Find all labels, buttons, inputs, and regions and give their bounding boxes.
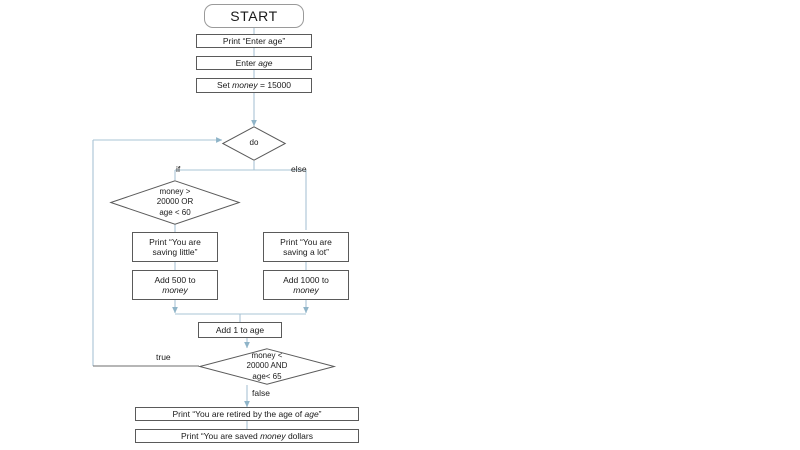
node-if-condition-line-2: 20000 OR [156,197,194,207]
node-start-label: START [230,7,278,24]
node-add-500-var: money [162,285,188,295]
node-print-saving-a-lot-line-1: Print “You are [280,236,332,247]
node-enter-age-label: Enter age [233,58,276,68]
node-add-500-line-1: Add 500 to [154,274,196,285]
node-add-1000[interactable]: Add 1000 to money [263,270,349,300]
node-print-saving-a-lot-line-2: saving a lot” [283,247,329,257]
node-enter-age-var: age [258,57,273,68]
node-print-saved-post: dollars [285,430,313,441]
node-while-condition[interactable]: money < 20000 AND age< 65 [197,348,337,385]
node-set-money[interactable]: Set money = 15000 [196,78,312,93]
node-enter-age-pre: Enter [235,57,259,68]
node-start[interactable]: START [204,4,304,28]
edge-label-true-text: true [156,352,171,362]
node-print-saved-var: money [260,430,286,441]
node-print-enter-age-label: Print “Enter age” [222,35,286,46]
node-enter-age[interactable]: Enter age [196,56,312,70]
node-while-condition-line-2: 20000 AND [246,361,288,371]
node-set-money-post: = 15000 [257,80,291,91]
node-print-retired-pre: Print “You are retired by the age of [172,408,305,419]
node-set-money-var: money [232,80,258,91]
node-while-condition-label: money < 20000 AND age< 65 [199,348,335,385]
node-add-1000-line-1: Add 1000 to [283,274,329,285]
node-add-1-to-age[interactable]: Add 1 to age [198,322,282,338]
edge-label-if: if [176,164,180,174]
node-if-condition-line-3: age < 60 [159,207,191,217]
node-add-1-to-age-label: Add 1 to age [215,324,265,335]
node-do-label: do [222,126,286,161]
edge-label-else-text: else [291,164,307,174]
node-do[interactable]: do [221,126,287,161]
node-print-retired-var: age [304,408,319,419]
node-print-saved-label: Print “You are saved money dollars [178,431,316,441]
edge-label-else: else [291,164,307,174]
node-set-money-pre: Set [217,80,233,91]
node-print-saving-a-lot[interactable]: Print “You are saving a lot” [263,232,349,262]
edge-label-false-text: false [252,388,270,398]
node-while-condition-line-1: money < [251,350,283,360]
node-print-retired-post: ” [318,408,322,419]
node-do-text: do [249,138,259,148]
node-print-retired-label: Print “You are retired by the age of age… [169,409,324,419]
edge-label-if-text: if [176,164,181,174]
node-set-money-label: Set money = 15000 [214,80,294,90]
node-print-saved-pre: Print “You are saved [181,430,261,441]
node-print-enter-age[interactable]: Print “Enter age” [196,34,312,48]
edge-label-false: false [252,388,270,398]
node-print-saving-little-line-2: saving little” [152,247,198,257]
node-print-saving-little-line-1: Print “You are [149,236,201,247]
node-while-condition-line-3: age< 65 [252,371,282,381]
node-print-saved[interactable]: Print “You are saved money dollars [135,429,359,443]
node-if-condition-label: money > 20000 OR age < 60 [110,180,240,225]
node-if-condition[interactable]: money > 20000 OR age < 60 [109,180,241,225]
node-print-saving-little[interactable]: Print “You are saving little” [132,232,218,262]
node-if-condition-line-1: money > [159,186,191,196]
edge-label-true: true [156,352,171,362]
node-add-1000-var: money [293,285,319,295]
node-print-retired[interactable]: Print “You are retired by the age of age… [135,407,359,421]
node-add-500[interactable]: Add 500 to money [132,270,218,300]
